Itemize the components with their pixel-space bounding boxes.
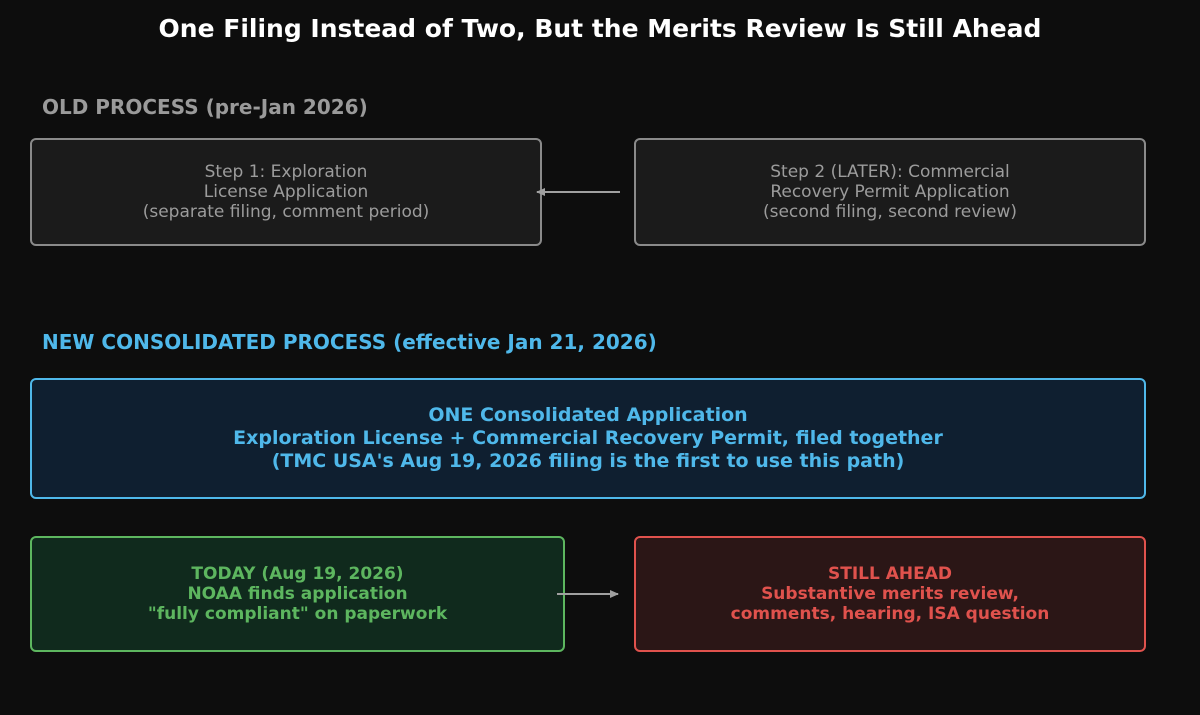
step2-line-1: Step 2 (LATER): Commercial <box>770 162 1010 182</box>
still-ahead-line-3: comments, hearing, ISA question <box>730 604 1050 624</box>
step1-line-1: Step 1: Exploration <box>204 162 368 182</box>
today-line-2: NOAA finds application <box>187 584 408 604</box>
old-process-label: OLD PROCESS (pre-Jan 2026) <box>42 95 368 119</box>
step2-line-2: Recovery Permit Application <box>770 182 1010 202</box>
new-process-label: NEW CONSOLIDATED PROCESS (effective Jan … <box>42 330 657 354</box>
step2-box: Step 2 (LATER): Commercial Recovery Perm… <box>634 138 1146 246</box>
today-line-1: TODAY (Aug 19, 2026) <box>191 564 404 584</box>
step1-line-3: (separate filing, comment period) <box>142 202 430 222</box>
today-line-3: "fully compliant" on paperwork <box>147 604 448 624</box>
consolidated-line-1: ONE Consolidated Application <box>428 404 748 426</box>
step1-line-2: License Application <box>203 182 369 202</box>
step1-box: Step 1: Exploration License Application … <box>30 138 542 246</box>
consolidated-application-box: ONE Consolidated Application Exploration… <box>30 378 1146 499</box>
step2-line-3: (second filing, second review) <box>762 202 1018 222</box>
still-ahead-box: STILL AHEAD Substantive merits review, c… <box>634 536 1146 652</box>
still-ahead-line-1: STILL AHEAD <box>827 564 952 584</box>
today-box: TODAY (Aug 19, 2026) NOAA finds applicat… <box>30 536 565 652</box>
consolidated-line-3: (TMC USA's Aug 19, 2026 filing is the fi… <box>271 450 905 472</box>
diagram-title: One Filing Instead of Two, But the Merit… <box>158 14 1042 43</box>
still-ahead-line-2: Substantive merits review, <box>761 584 1019 604</box>
consolidated-line-2: Exploration License + Commercial Recover… <box>233 427 943 449</box>
